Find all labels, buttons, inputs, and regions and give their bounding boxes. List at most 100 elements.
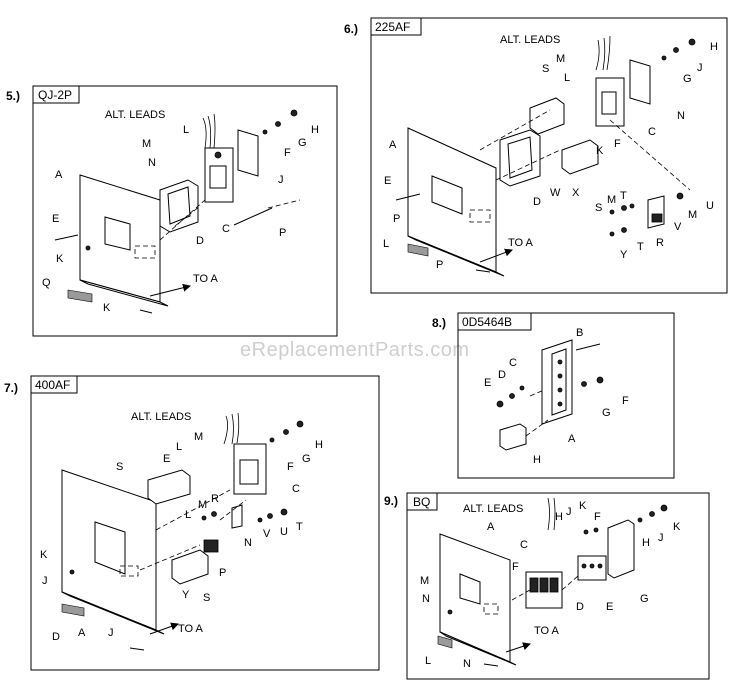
label-to-a-9: TO A [534,625,560,637]
label-d-8: D [498,369,506,381]
panel-8-number: 8.) [432,316,446,330]
panel-5-frame [32,85,338,337]
label-r-7: R [211,493,219,505]
label-w-6: W [550,187,561,199]
label-k-9: K [579,500,587,512]
label-g-9: G [640,593,649,605]
label-f-6: F [614,138,621,150]
label-v-7: V [263,528,271,540]
label-j: J [278,174,284,186]
label-q: Q [42,277,51,289]
label-c-7: C [292,483,300,495]
label-r-6: R [656,237,664,249]
panel-7-number: 7.) [4,381,18,395]
label-d-9: D [576,601,584,613]
label-h-7: H [315,439,323,451]
label-n2-9: N [463,658,471,670]
label-m-7: M [194,431,203,443]
label-d-6: D [533,196,541,208]
alt-leads-wires [202,113,216,149]
label-j-9: J [566,506,572,518]
lug-h [499,423,527,451]
label-f2-9: F [512,561,519,573]
label-s2-7: S [203,592,210,604]
label-t-7: T [296,521,303,533]
label-to-a-7: TO A [178,623,204,635]
label-l2-6: L [383,238,389,250]
label-c-9: C [520,539,528,551]
panel-5-qj-2p: 5.) QJ-2P ALT. LEADS L M N [6,85,338,337]
label-s-7: S [116,461,123,473]
panel-6-title: 225AF [375,20,410,34]
label-y-6: Y [620,249,628,261]
label-m2-6: M [607,194,616,206]
label-x-6: X [572,187,580,199]
label-u-6: U [706,200,714,212]
label-c: C [222,223,230,235]
label-h2-9: H [642,537,650,549]
label-j-6: J [697,62,703,74]
label-k-7: K [40,549,48,561]
label-alt-leads-6: ALT. LEADS [500,34,560,46]
label-alt-leads-7: ALT. LEADS [131,411,191,423]
label-m-9: M [420,575,429,587]
panel-6-frame [370,17,728,294]
label-n-9: N [422,593,430,605]
panel-7-400af: 7.) 400AF ALT. LEADS M L E H [4,375,380,671]
label-n-7: N [244,537,252,549]
label-a-7: A [78,627,86,639]
label-g-6: G [683,73,692,85]
label-t-6: T [620,190,627,202]
label-v-6: V [674,221,682,233]
cover-plate-j [237,129,259,177]
label-l-9: L [425,655,431,667]
label-l-7: L [176,441,182,453]
label-j-7: J [42,575,48,587]
panel-8-title: 0D5464B [462,315,512,329]
label-to-a: TO A [193,273,219,285]
label-m-6: M [556,53,565,65]
label-to-a-6: TO A [508,237,534,249]
label-e-6: E [384,175,391,187]
label-k: K [56,253,64,265]
label-t2-6: T [637,241,644,253]
label-c-8: C [509,357,517,369]
plate-cutout [104,216,131,251]
label-m: M [142,138,151,150]
label-n-6: N [677,110,685,122]
panel-7-title: 400AF [35,378,70,392]
label-k2: K [103,302,111,314]
panel-8-frame [457,312,675,479]
label-f-8: F [622,395,629,407]
label-b-8: B [576,327,583,339]
label-h-8: H [533,454,541,466]
label-d-7: D [52,631,60,643]
label-a-9: A [487,521,495,533]
label-l: L [183,124,189,136]
panel-8-0d5464b: 8.) 0D5464B B C D E G F A H [432,312,675,479]
label-alt-leads-9: ALT. LEADS [463,503,523,515]
label-h-6: H [710,41,718,53]
label-p-7: P [219,567,226,579]
label-p2-6: P [436,259,443,271]
label-k2-9: K [673,521,681,533]
label-h: H [311,124,319,136]
panel-9-bq: 9.) BQ ALT. LEADS H J K F H J K A [384,492,710,680]
label-e-8: E [484,377,491,389]
label-p-6: P [393,213,400,225]
label-f-9: F [594,511,601,523]
label-e: E [52,213,59,225]
label-u-7: U [280,526,288,538]
label-k-6: K [596,145,604,157]
panel-5-number: 5.) [6,89,20,103]
panel-5-title-box [32,85,80,104]
label-a-8: A [568,433,576,445]
label-a: A [55,169,63,181]
label-g: G [298,137,307,149]
watermark-text: eReplacementParts.com [240,339,469,361]
panel-9-title: BQ [413,495,430,509]
label-d: D [196,235,204,247]
label-g-7: G [302,453,311,465]
label-p: P [279,227,286,239]
